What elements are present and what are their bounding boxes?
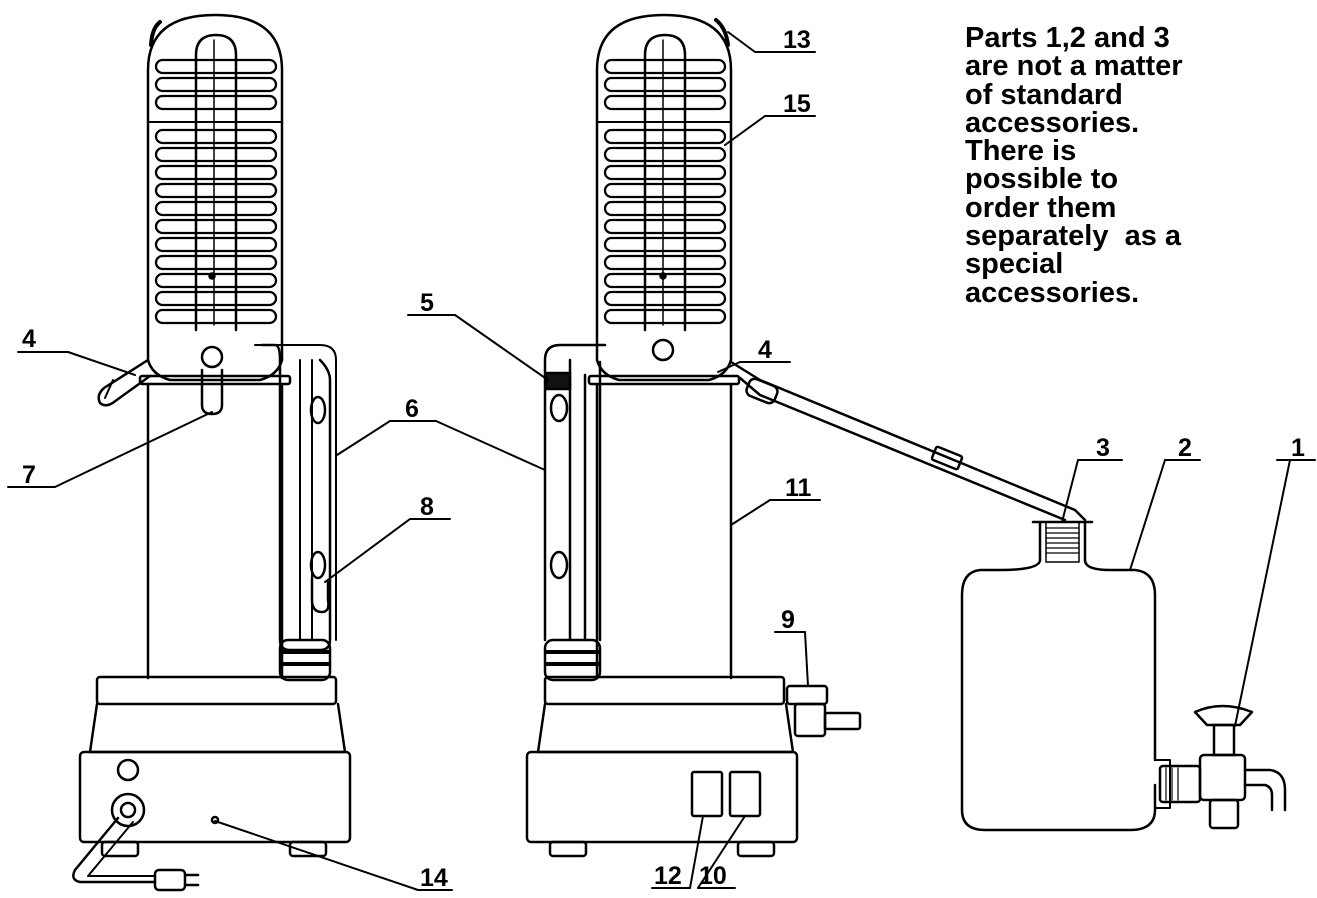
- note-line: There is: [965, 135, 1077, 168]
- left-flange: [138, 374, 292, 386]
- bottle-tap-body: [1198, 753, 1247, 802]
- middle-condenser-body: [595, 13, 733, 362]
- label-11: 11: [785, 474, 812, 502]
- middle-flange: [587, 374, 741, 386]
- left-power-socket: [110, 792, 146, 828]
- left-connector-tube: [260, 343, 332, 652]
- left-inner-tube: [194, 33, 238, 332]
- label-4-left: 4: [22, 325, 36, 353]
- label-2: 2: [1178, 434, 1192, 462]
- note-line: separately as a: [965, 220, 1182, 253]
- hose-clamp-upper: [745, 377, 779, 405]
- middle-connector-tube: [543, 343, 607, 642]
- label-9: 9: [781, 606, 795, 634]
- bottle-body: [960, 558, 1157, 832]
- left-base-box: [78, 750, 352, 844]
- collection-bottle: [960, 520, 1287, 832]
- label-1: 1: [1291, 434, 1305, 462]
- hose-clamp-lower: [930, 445, 964, 471]
- label-12: 12: [654, 862, 682, 890]
- bottle-tap-spout: [1243, 768, 1287, 812]
- note-line: accessories.: [965, 276, 1140, 309]
- power-cord: [72, 816, 157, 884]
- middle-joint: [543, 638, 602, 682]
- left-cooling-coil: [154, 58, 278, 325]
- note-line: special: [965, 248, 1064, 281]
- left-connector-window-top: [309, 395, 327, 425]
- left-condenser-body: [146, 13, 284, 362]
- middle-distiller-unit: [525, 13, 1087, 858]
- label-5: 5: [420, 289, 434, 317]
- note-line: Parts 1,2 and 3: [965, 22, 1170, 54]
- note-line: possible to: [965, 163, 1119, 196]
- middle-connector-window-top: [549, 393, 569, 423]
- middle-heater-plate: [543, 675, 786, 706]
- middle-base-box: [525, 750, 799, 844]
- outlet-hose: [729, 360, 1087, 522]
- label-4-right: 4: [758, 336, 772, 364]
- label-3: 3: [1096, 434, 1110, 462]
- left-heater-plate: [95, 675, 338, 706]
- label-6: 6: [405, 395, 419, 423]
- label-8: 8: [420, 493, 434, 521]
- note-line: order them: [965, 191, 1117, 224]
- note-line: of standard: [965, 78, 1123, 111]
- power-plug: [153, 868, 187, 892]
- stopper: [544, 371, 572, 391]
- part-labels: 13 15 4 7 5 6 8 4 11 9 14 12 10 3 2 1: [22, 26, 1305, 892]
- left-indicator-lamp: [116, 758, 140, 782]
- accessories-note: Parts 1,2 and 3 are not a matter of stan…: [965, 22, 1295, 309]
- label-15: 15: [783, 90, 811, 118]
- middle-connector-window-bottom: [549, 550, 569, 580]
- left-joint: [278, 638, 332, 682]
- middle-cooling-coil: [603, 58, 727, 325]
- water-valve: [785, 684, 829, 706]
- switch-12: [690, 770, 724, 818]
- label-13: 13: [783, 26, 811, 54]
- left-base-hole: [210, 815, 220, 825]
- label-14: 14: [420, 864, 448, 892]
- note-line: accessories.: [965, 106, 1140, 139]
- left-connector-window-bottom: [309, 550, 327, 580]
- left-water-inlet: [97, 358, 152, 407]
- label-7: 7: [22, 461, 36, 489]
- note-line: are not a matter: [965, 50, 1183, 83]
- left-distiller-unit: [72, 13, 352, 892]
- label-10: 10: [699, 862, 727, 890]
- middle-boiler-column: [595, 382, 733, 680]
- bottle-tap-handle: [1193, 704, 1254, 727]
- middle-inner-tube: [643, 33, 687, 332]
- left-boiler-column: [146, 382, 284, 680]
- left-water-outlet: [200, 368, 224, 416]
- switch-10: [728, 770, 762, 818]
- leader-lines: [7, 31, 1316, 891]
